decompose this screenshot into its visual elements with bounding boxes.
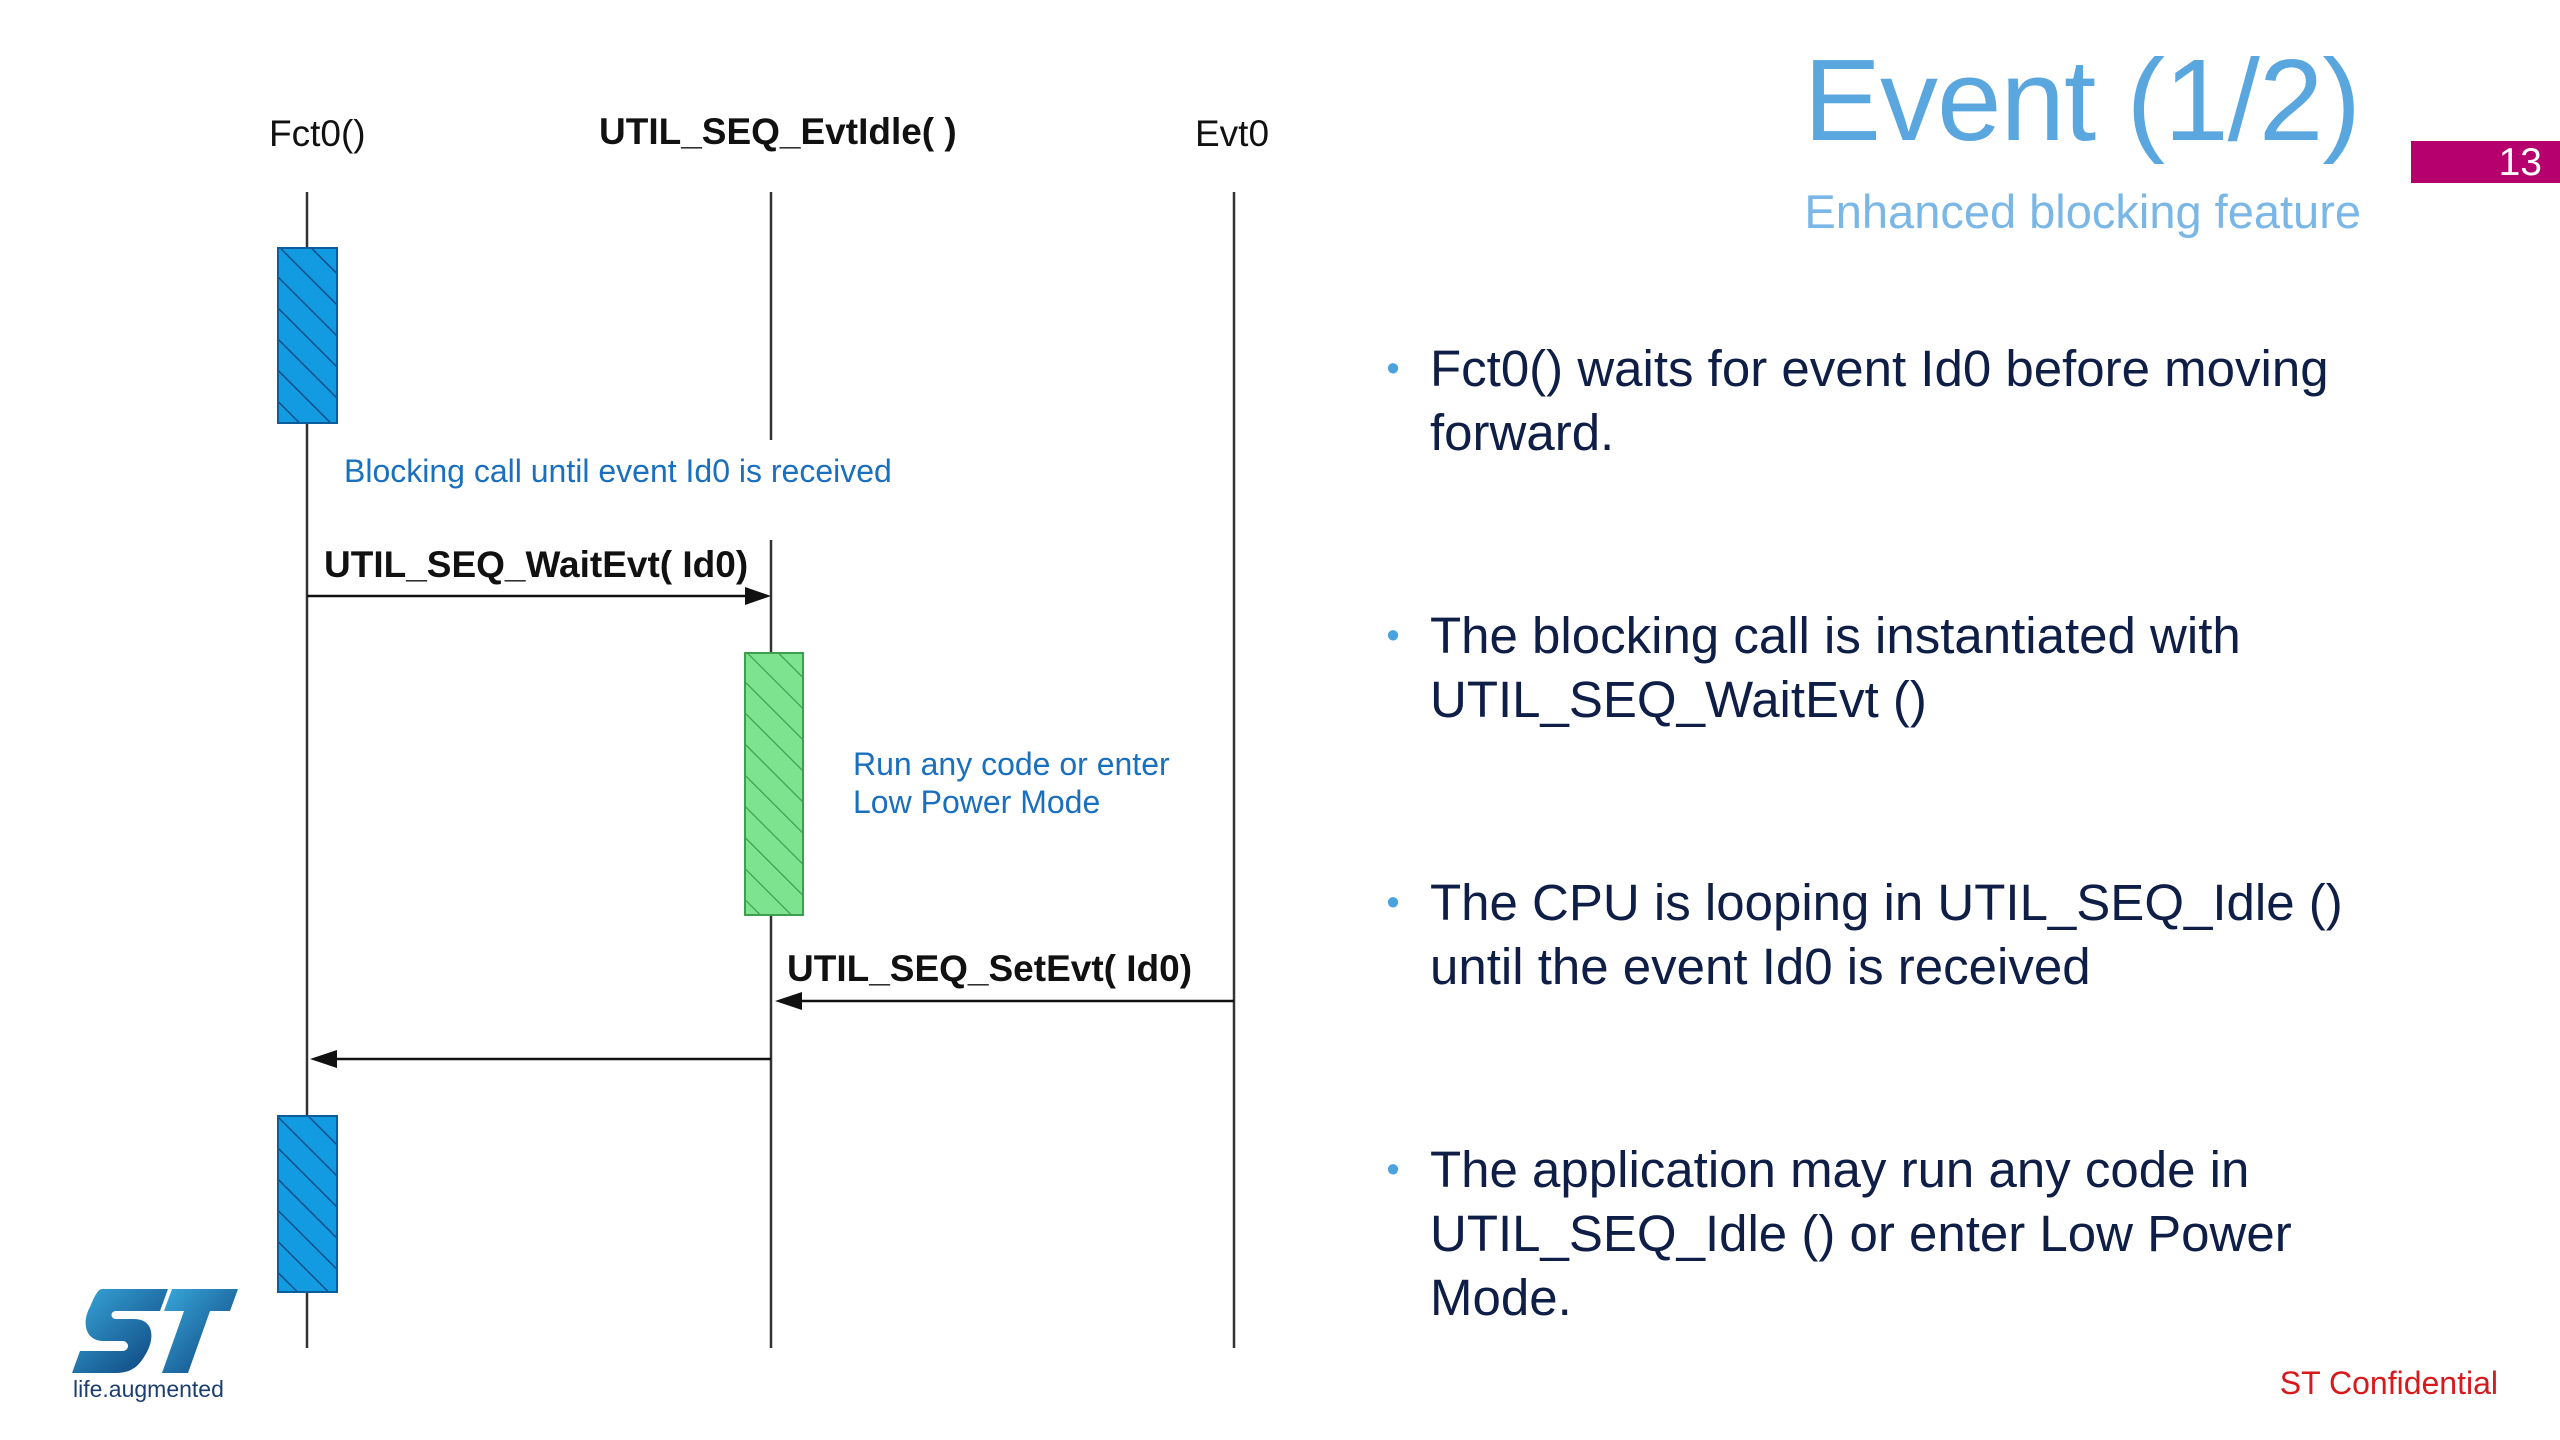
bullet-dot-icon: • bbox=[1386, 882, 1400, 924]
lifeline-label-evt0: Evt0 bbox=[1195, 113, 1270, 154]
set-evt-message-label: UTIL_SEQ_SetEvt( Id0) bbox=[787, 948, 1193, 989]
wait-evt-message-label: UTIL_SEQ_WaitEvt( Id0) bbox=[324, 544, 749, 585]
bullet-item: • Fct0() waits for event Id0 before movi… bbox=[1378, 337, 2438, 465]
page-number-tab: 13 bbox=[2411, 141, 2560, 183]
wait-evt-arrowhead bbox=[745, 587, 771, 605]
bullet-text: The application may run any code in UTIL… bbox=[1430, 1141, 2292, 1326]
page-number: 13 bbox=[2498, 140, 2542, 184]
bullet-dot-icon: • bbox=[1386, 348, 1400, 390]
st-logo-icon bbox=[72, 1289, 238, 1373]
fct0-active-block-1 bbox=[277, 247, 338, 424]
return-arrowhead bbox=[310, 1050, 337, 1068]
slide-subtitle: Enhanced blocking feature bbox=[1804, 185, 2361, 238]
lifeline-label-fct0: Fct0() bbox=[269, 113, 366, 154]
bullet-dot-icon: • bbox=[1386, 1149, 1400, 1191]
idle-active-block bbox=[744, 652, 804, 916]
fct0-active-block-2 bbox=[277, 1115, 338, 1293]
bullet-item: • The application may run any code in UT… bbox=[1378, 1138, 2438, 1330]
bullet-item: • The CPU is looping in UTIL_SEQ_Idle ()… bbox=[1378, 871, 2438, 999]
bullet-list: • Fct0() waits for event Id0 before movi… bbox=[1378, 337, 2438, 1330]
bullet-text: Fct0() waits for event Id0 before moving… bbox=[1430, 340, 2329, 461]
bullet-item: • The blocking call is instantiated with… bbox=[1378, 604, 2438, 732]
bullet-dot-icon: • bbox=[1386, 615, 1400, 657]
idle-note-line-2: Low Power Mode bbox=[853, 784, 1101, 820]
bullet-text: The CPU is looping in UTIL_SEQ_Idle () u… bbox=[1430, 874, 2343, 995]
sequence-diagram bbox=[277, 192, 1236, 1348]
logo-tagline: life.augmented bbox=[73, 1376, 224, 1402]
bullet-text: The blocking call is instantiated with U… bbox=[1430, 607, 2241, 728]
idle-note-line-1: Run any code or enter bbox=[853, 746, 1170, 782]
lifeline-label-evtidle: UTIL_SEQ_EvtIdle( ) bbox=[599, 111, 957, 152]
confidential-label: ST Confidential bbox=[2279, 1365, 2498, 1401]
slide-title: Event (1/2) bbox=[1803, 35, 2361, 165]
set-evt-arrowhead bbox=[775, 992, 802, 1010]
blocking-note: Blocking call until event Id0 is receive… bbox=[344, 453, 892, 489]
